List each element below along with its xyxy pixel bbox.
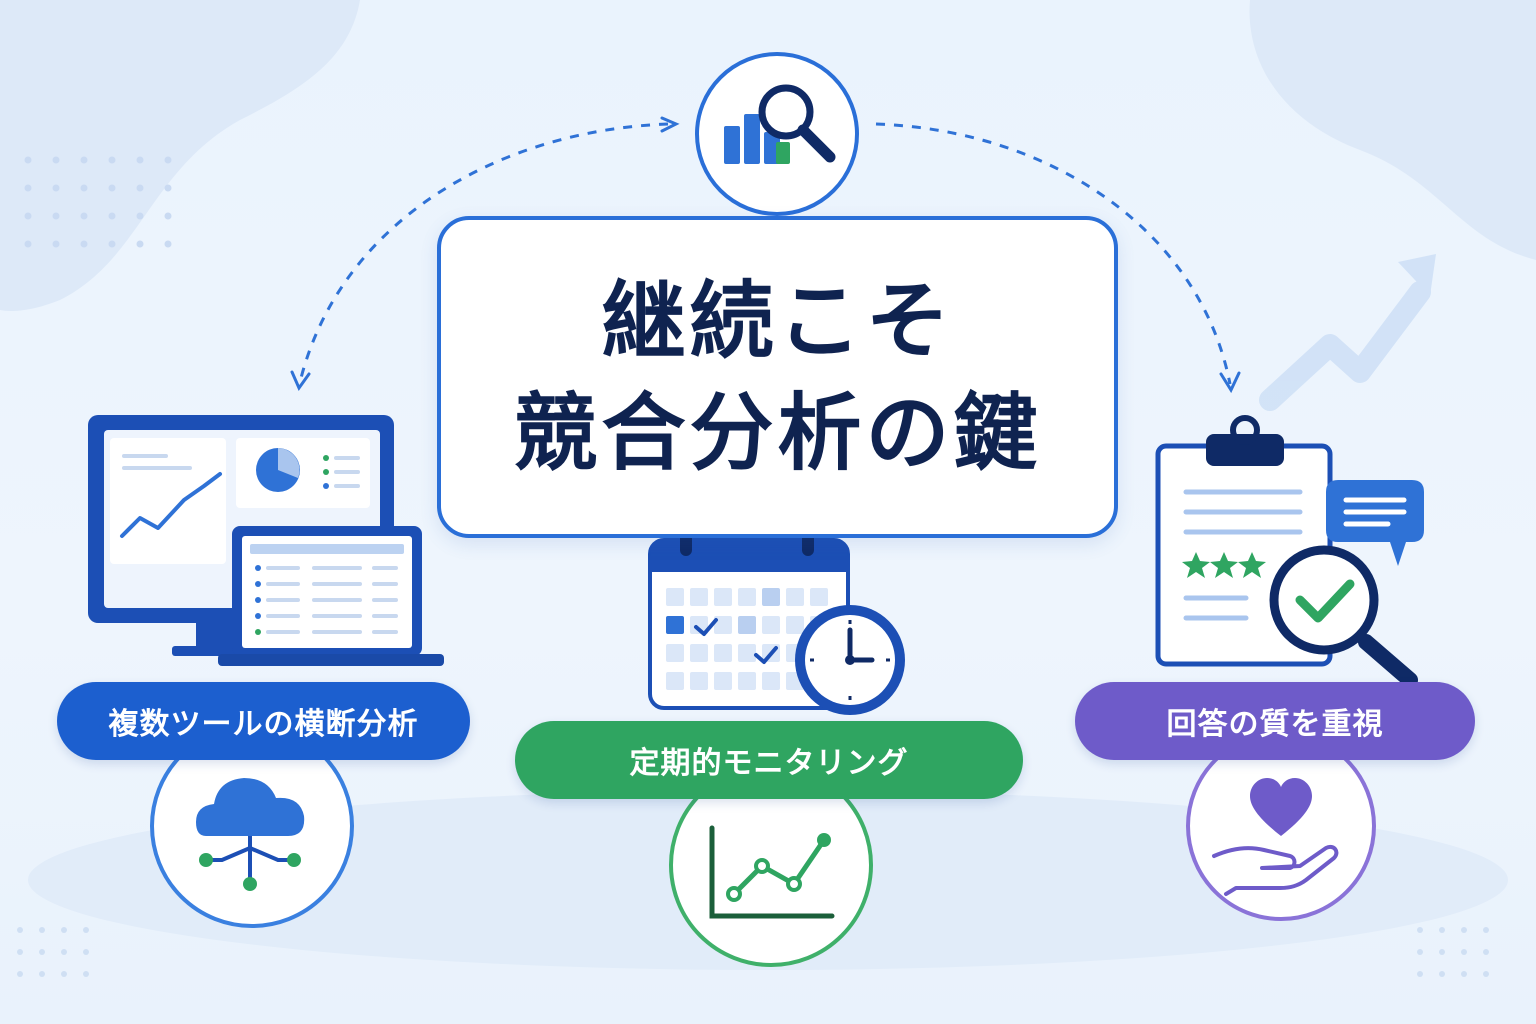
- label-cross-tool-analysis: 複数ツールの横断分析: [57, 682, 470, 760]
- calendar-clock-icon: [648, 524, 905, 715]
- heart-hand-icon: [1186, 731, 1376, 921]
- label-answer-quality: 回答の質を重視: [1075, 682, 1475, 760]
- line-chart-icon: [669, 763, 873, 967]
- background-blob-top-left: [0, 0, 360, 311]
- dashed-arc-left: [298, 122, 669, 383]
- label-periodic-monitoring: 定期的モニタリング: [515, 721, 1023, 799]
- bar-chart-magnifier-icon: [695, 52, 859, 216]
- clipboard-review-magnifier-icon: [1155, 415, 1424, 688]
- title-line-1: 継続こそ: [601, 272, 954, 370]
- monitor-laptop-dashboard-icon: [88, 415, 444, 666]
- title-box: 継続こそ 競合分析の鍵: [437, 216, 1118, 538]
- dot-grid-bottom-right: [1417, 927, 1489, 977]
- trend-arrow-icon: [1259, 254, 1436, 411]
- cloud-network-icon: [150, 724, 354, 928]
- dot-grid-bottom-left: [17, 927, 89, 977]
- dot-grid-left: [24, 156, 172, 248]
- title-line-2: 競合分析の鍵: [513, 384, 1042, 482]
- background-blob-top-right: [1249, 0, 1536, 260]
